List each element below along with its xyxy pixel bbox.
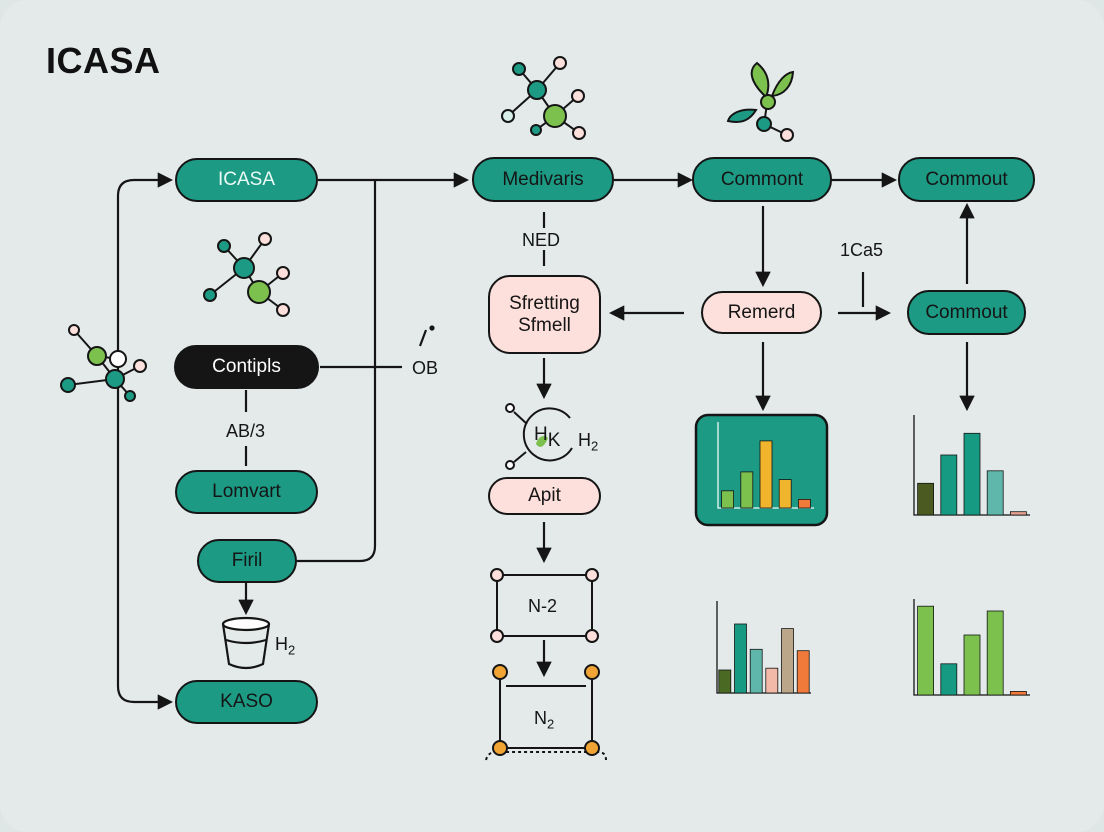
left-loop-connector — [116, 172, 174, 360]
medivaris-node[interactable]: Medivaris — [472, 157, 614, 202]
left-loop-connector-bottom — [116, 360, 174, 710]
sfretting-label-line1: Sfretting — [509, 292, 580, 314]
n2-bottom-letter: N — [534, 708, 547, 728]
h2-left-letter: H — [275, 634, 288, 654]
chart-axis — [716, 601, 811, 694]
n2-box-frame — [490, 568, 599, 643]
n2-bottom-sub: 2 — [547, 716, 555, 732]
molecule-icon-far-left — [60, 324, 147, 402]
chart-bar — [917, 605, 934, 696]
ob-label: OB — [412, 358, 439, 378]
apit-node[interactable]: Apit — [488, 477, 601, 515]
ab3-label: AB/3 — [226, 421, 266, 441]
molecule-icon-top — [501, 56, 586, 140]
chart-4 — [913, 599, 1030, 696]
chart-bar — [963, 432, 981, 516]
ob-tick-dot — [429, 325, 435, 331]
h2-mid-label: H2 — [578, 430, 598, 454]
chart-1 — [717, 422, 814, 509]
chart-bar — [718, 669, 732, 694]
h2-mid-sub: 2 — [591, 438, 599, 454]
hk-h-letter: H — [534, 424, 548, 445]
ca5-label: 1Ca5 — [840, 240, 884, 260]
ned-label: NED — [522, 230, 561, 250]
h2-mid-letter: H — [578, 430, 591, 450]
chart-bar — [798, 498, 811, 509]
chart-bar — [917, 482, 934, 516]
firil-node[interactable]: Firil — [197, 539, 297, 583]
chart-bar — [1010, 511, 1027, 516]
chart-bar — [778, 479, 792, 509]
ob-tick — [418, 329, 428, 347]
beaker-icon — [221, 616, 271, 670]
sfretting-label-line2: Sfmell — [518, 314, 571, 336]
kaso-node[interactable]: KASO — [175, 680, 318, 724]
firil-loop-connector — [297, 180, 377, 563]
chart-bar — [940, 663, 958, 696]
chart-2 — [913, 415, 1030, 516]
n2-bottom-frame — [485, 664, 607, 761]
chart-bar — [986, 470, 1004, 516]
chart-bar — [963, 634, 981, 696]
chart-bar — [986, 610, 1004, 696]
chart-bar — [759, 440, 773, 509]
chart-bar — [740, 471, 754, 509]
commout-mid-node[interactable]: Commout — [907, 290, 1026, 335]
h2-left-label: H2 — [275, 634, 295, 658]
chart-bar — [940, 454, 958, 516]
commont-node[interactable]: Commont — [692, 157, 832, 202]
chart-3 — [716, 601, 811, 694]
chart-bar — [765, 667, 779, 694]
lomvart-node[interactable]: Lomvart — [175, 470, 318, 514]
page-title: ICASA — [46, 40, 161, 81]
reaction-ring-icon — [505, 403, 573, 470]
hk-label: HK — [534, 424, 560, 451]
chart-bar — [749, 648, 763, 694]
leaf-molecule-icon — [726, 61, 795, 142]
molecule-icon-left — [203, 232, 290, 317]
contipls-node[interactable]: Contipls — [174, 345, 319, 389]
remerd-node[interactable]: Remerd — [701, 291, 822, 334]
sfretting-node[interactable]: Sfretting Sfmell — [488, 275, 601, 354]
icasa-node[interactable]: ICASA — [175, 158, 318, 202]
hk-k-letter: K — [547, 430, 561, 451]
commout-top-node[interactable]: Commout — [898, 157, 1035, 202]
chart-bar — [781, 628, 794, 694]
chart-bar — [796, 650, 810, 694]
n2-bottom-label: N2 — [534, 708, 554, 732]
chart-bar — [1010, 691, 1027, 696]
chart-bar — [721, 490, 734, 509]
h2-left-sub: 2 — [288, 642, 296, 658]
chart-bar — [734, 623, 747, 694]
n2-box-label: N-2 — [528, 596, 558, 616]
